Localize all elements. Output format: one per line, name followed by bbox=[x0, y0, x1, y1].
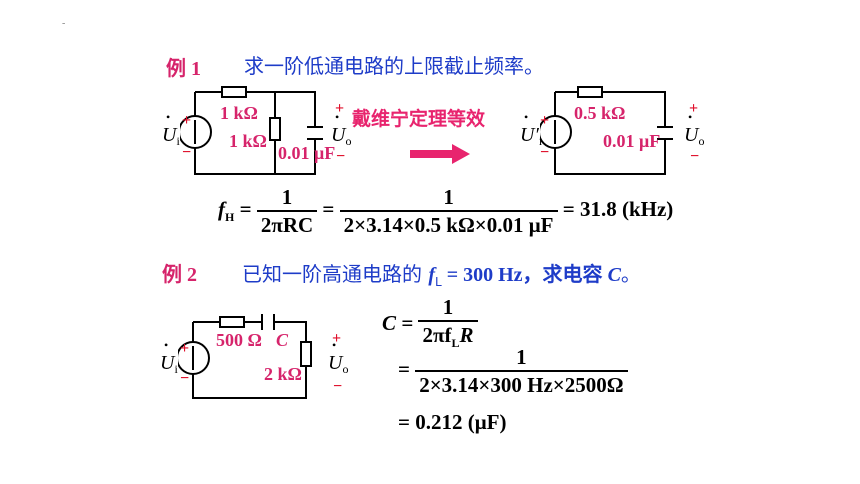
ex2-input-voltage: Ui bbox=[160, 338, 178, 377]
left-r2-label: 1 kΩ bbox=[229, 131, 267, 151]
ex2-r1-label: 500 Ω bbox=[216, 330, 262, 350]
example1-problem: 求一阶低通电路的上限截止频率。 bbox=[244, 54, 544, 78]
corner-mark: - bbox=[62, 18, 66, 29]
ex2-input-minus: − bbox=[180, 370, 190, 387]
right-output-minus: − bbox=[690, 148, 700, 165]
right-output-voltage: Uo bbox=[684, 110, 704, 149]
example1-formula: fH = 1 2πRC = 1 2×3.14×0.5 kΩ×0.01 μF = … bbox=[218, 184, 674, 238]
left-output-plus: + bbox=[335, 100, 345, 117]
formula1-fraction-1: 1 2πRC bbox=[256, 184, 318, 238]
ex2-output-plus: + bbox=[332, 330, 342, 347]
ex2-input-plus: + bbox=[180, 340, 190, 357]
ex2-r2-label: 2 kΩ bbox=[264, 364, 302, 384]
left-input-plus: + bbox=[182, 112, 192, 129]
thevenin-equivalent-text: 戴维宁定理等效 bbox=[352, 108, 486, 130]
right-input-minus: − bbox=[540, 144, 550, 161]
circuit-right-diagram bbox=[540, 86, 673, 175]
right-output-plus: + bbox=[689, 100, 699, 117]
left-r1-label: 1 kΩ bbox=[220, 103, 258, 123]
formula1-fraction-2: 1 2×3.14×0.5 kΩ×0.01 μF bbox=[339, 184, 558, 238]
circuit-left-diagram bbox=[180, 86, 323, 175]
ex2-output-minus: − bbox=[333, 378, 343, 395]
left-input-voltage: Ui bbox=[162, 110, 180, 149]
ex2-output-voltage: Uo bbox=[328, 338, 348, 377]
right-input-plus: + bbox=[540, 112, 550, 129]
example2-label: 例 2 bbox=[162, 264, 197, 286]
right-cap-label: 0.01 μF bbox=[603, 131, 661, 151]
left-output-minus: − bbox=[336, 148, 346, 165]
right-r-label: 0.5 kΩ bbox=[574, 103, 626, 123]
ex2-cap-label: C bbox=[276, 330, 289, 350]
example2-problem: 已知一阶高通电路的 fL = 300 Hz，求电容 C。 bbox=[242, 262, 641, 289]
left-input-minus: − bbox=[182, 144, 192, 161]
example1-label: 例 1 bbox=[166, 58, 201, 80]
right-input-voltage: U′i bbox=[520, 110, 542, 149]
arrow-right-icon bbox=[410, 144, 470, 164]
left-cap-label: 0.01 μF bbox=[278, 143, 336, 163]
circuit-example2-diagram bbox=[178, 314, 312, 399]
example2-formula-line1: C = 1 2πfLR bbox=[382, 294, 478, 356]
left-output-voltage: Uo bbox=[331, 110, 351, 149]
example2-formula-line2: = 1 2×3.14×300 Hz×2500Ω bbox=[398, 344, 628, 398]
example2-formula-line3: = 0.212 (μF) bbox=[398, 410, 507, 434]
